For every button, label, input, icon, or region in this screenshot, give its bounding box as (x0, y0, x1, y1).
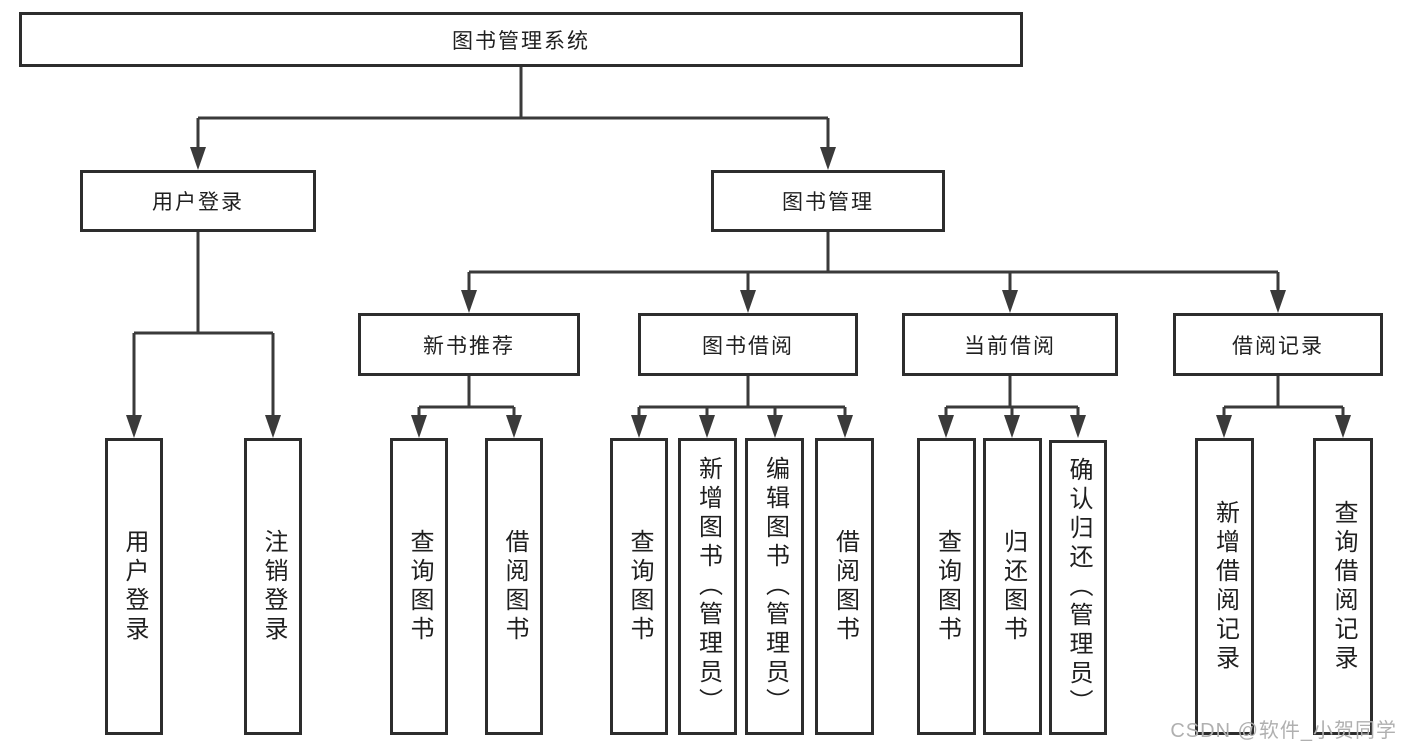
connector-new-book-recommend-to-leaves (417, 376, 516, 420)
arrowhead-confirm-return (1070, 415, 1086, 438)
watermark-text: CSDN @软件_小贺同学 (1170, 720, 1397, 742)
connector-book-management-to-level3 (467, 232, 1280, 295)
leaf-query-books-3: 查询图书 (917, 438, 976, 735)
arrowhead-query-borrow-record (1335, 415, 1351, 438)
arrowhead-current-borrow (1002, 290, 1018, 313)
arrowhead-query-books-1 (411, 415, 427, 438)
arrowhead-query-books-2 (631, 415, 647, 438)
leaf-borrow-books-1: 借阅图书 (485, 438, 543, 735)
connector-current-borrow-to-leaves (944, 376, 1080, 420)
arrowhead-book-borrow (740, 290, 756, 313)
arrowhead-add-borrow-record (1216, 415, 1232, 438)
arrowhead-user-login (190, 147, 206, 170)
node-root: 图书管理系统 (19, 12, 1023, 67)
arrowhead-leaf-logout (265, 415, 281, 438)
connector-user-login-to-leaves (132, 232, 275, 420)
arrowhead-add-book-admin (699, 415, 715, 438)
node-borrow-records: 借阅记录 (1173, 313, 1383, 376)
leaf-query-books-1: 查询图书 (390, 438, 448, 735)
arrowhead-leaf-user-login (126, 415, 142, 438)
arrowhead-return-book (1004, 415, 1020, 438)
node-current-borrow: 当前借阅 (902, 313, 1118, 376)
arrowhead-borrow-books-2 (837, 415, 853, 438)
node-user-login: 用户登录 (80, 170, 316, 232)
node-new-book-recommend: 新书推荐 (358, 313, 580, 376)
connector-root-to-level2 (196, 67, 830, 152)
arrowhead-borrow-records (1270, 290, 1286, 313)
leaf-add-book-admin: 新增图书（管理员） (678, 438, 737, 735)
leaf-user-login: 用户登录 (105, 438, 163, 735)
leaf-query-books-2: 查询图书 (610, 438, 668, 735)
leaf-add-borrow-record: 新增借阅记录 (1195, 438, 1254, 735)
arrowhead-query-books-3 (938, 415, 954, 438)
connector-book-borrow-to-leaves (637, 376, 847, 420)
connector-borrow-records-to-leaves (1222, 376, 1345, 420)
arrowhead-new-book-recommend (461, 290, 477, 313)
leaf-borrow-books-2: 借阅图书 (815, 438, 874, 735)
arrowhead-edit-book-admin (767, 415, 783, 438)
node-book-borrow: 图书借阅 (638, 313, 858, 376)
arrowhead-borrow-books-1 (506, 415, 522, 438)
leaf-confirm-return-admin: 确认归还（管理员） (1049, 440, 1107, 735)
leaf-return-book: 归还图书 (983, 438, 1042, 735)
leaf-logout: 注销登录 (244, 438, 302, 735)
leaf-edit-book-admin: 编辑图书（管理员） (745, 438, 804, 735)
node-book-management: 图书管理 (711, 170, 945, 232)
arrowhead-book-management (820, 147, 836, 170)
leaf-query-borrow-record: 查询借阅记录 (1313, 438, 1373, 735)
